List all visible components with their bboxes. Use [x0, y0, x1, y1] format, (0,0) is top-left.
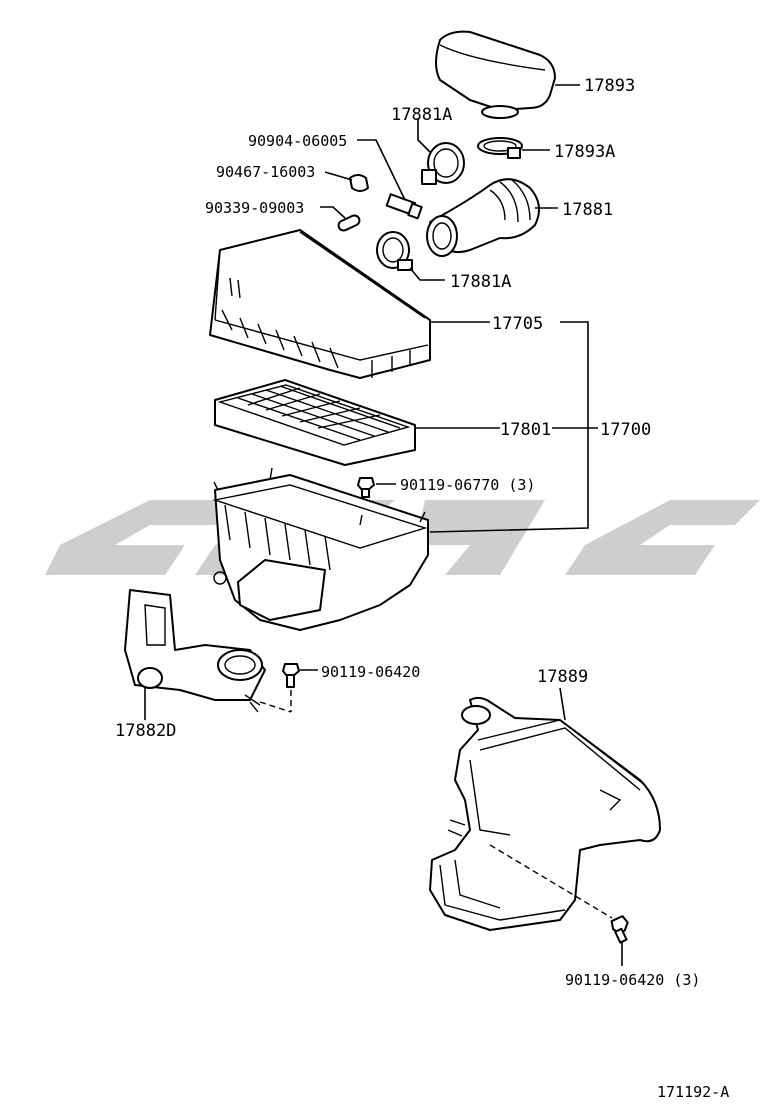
label-17881A-top: 17881A — [391, 105, 452, 125]
label-90119-06770: 90119-06770 (3) — [400, 476, 535, 494]
label-17893A: 17893A — [554, 142, 615, 162]
part-90119-06420-3-bolt — [610, 915, 629, 944]
part-90904-sensor — [385, 193, 423, 220]
diagram-id: 171192-A — [657, 1083, 729, 1101]
label-17889: 17889 — [537, 667, 588, 687]
label-90119-06420: 90119-06420 — [321, 663, 420, 681]
part-17705-upper-cover — [209, 229, 431, 379]
label-90467-16003: 90467-16003 — [216, 163, 315, 181]
part-17889-resonator — [429, 696, 661, 931]
label-17705: 17705 — [492, 314, 543, 334]
label-90119-06420-3: 90119-06420 (3) — [565, 971, 700, 989]
callout-labels: 17893 17881A 17893A 90904-06005 90467-16… — [115, 76, 729, 1101]
part-90467-clip — [349, 174, 369, 192]
label-90904-06005: 90904-06005 — [248, 132, 347, 150]
part-lower-case — [212, 467, 429, 631]
part-90119-06420-bolt — [282, 663, 300, 688]
part-17801-filter — [214, 379, 416, 466]
label-17882D: 17882D — [115, 721, 176, 741]
part-17893A-clamp — [477, 137, 523, 159]
part-17893-cover — [435, 30, 556, 119]
part-90119-06770-bolt — [357, 477, 375, 498]
part-17881-hose — [426, 178, 540, 257]
label-17700: 17700 — [600, 420, 651, 440]
part-17882D-inlet — [124, 589, 266, 713]
part-90339-plug — [337, 214, 361, 232]
label-90339-09003: 90339-09003 — [205, 199, 304, 217]
part-17881A-clamp-bottom — [376, 231, 413, 271]
label-17881: 17881 — [562, 200, 613, 220]
label-17881A-bottom: 17881A — [450, 272, 511, 292]
part-17881A-clamp-top — [421, 142, 465, 185]
label-17801: 17801 — [500, 420, 551, 440]
label-17893: 17893 — [584, 76, 635, 96]
